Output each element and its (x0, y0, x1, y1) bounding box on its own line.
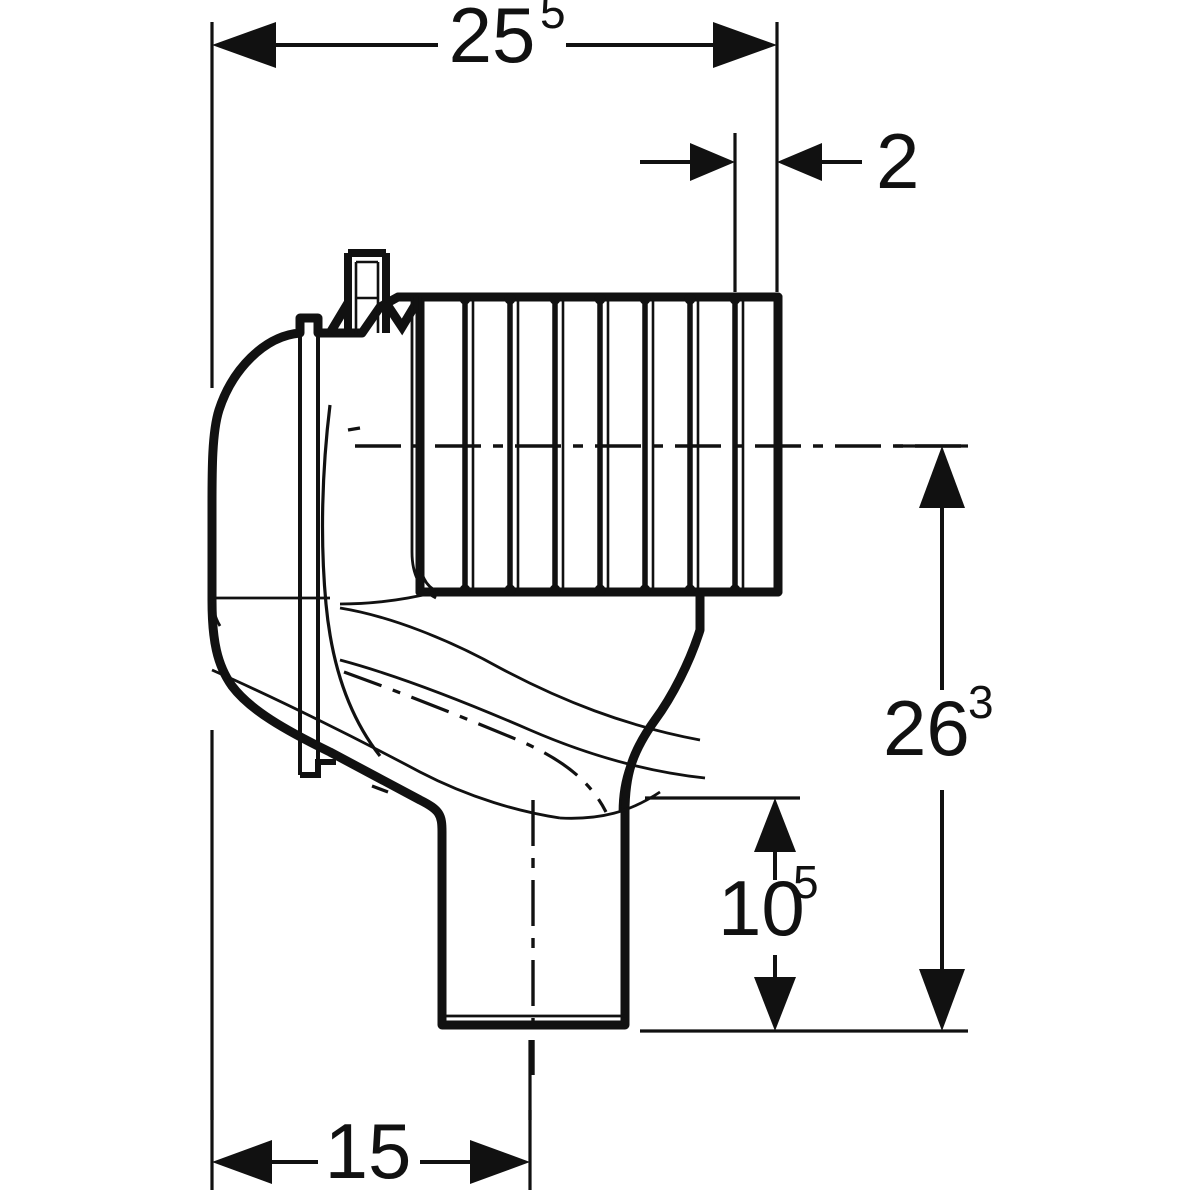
hidden-bore-arc (320, 404, 382, 757)
arrow-socket-right (777, 143, 822, 181)
arrow-offset-right (470, 1140, 530, 1184)
hidden-tick-upper (347, 426, 361, 432)
arrow-height-top (919, 446, 965, 508)
connector-body-outline (207, 292, 783, 1030)
throat-upper (339, 590, 437, 606)
hidden-tick-lower (371, 784, 389, 794)
rib-4 (594, 293, 610, 596)
vent-nipple-outline (344, 249, 390, 333)
arrow-overall-right (713, 22, 777, 68)
rib-5 (639, 293, 655, 596)
throat-mid (339, 606, 701, 742)
outer-silhouette (207, 292, 705, 1030)
arrow-offset-left (212, 1140, 272, 1184)
extension-lines (210, 22, 968, 1190)
label-outlet-height: 10 (718, 864, 805, 952)
corrugation-ribs (459, 293, 745, 596)
label-overall-length: 25 (449, 0, 536, 79)
flange-rib-sides (298, 333, 320, 775)
flange-rib-foot (300, 759, 336, 778)
vent-shoulder-left (326, 300, 352, 336)
rib-3 (549, 293, 565, 596)
vent-nipple (326, 249, 424, 336)
dimension-lines (212, 22, 965, 1184)
rib-6 (684, 293, 700, 596)
label-total-height: 26 (883, 684, 970, 772)
label-overall-length-superscript: 5 (540, 0, 566, 38)
arrow-outlet-bottom (754, 977, 796, 1031)
bend-axis-centerline (343, 670, 608, 813)
bend-inner-wall (211, 668, 561, 820)
hidden-detail-arcs (320, 404, 389, 794)
outlet-inner-wall (440, 832, 625, 1018)
label-total-height-superscript: 3 (968, 676, 994, 728)
label-outlet-height-superscript: 5 (793, 856, 819, 908)
bore-wall-right-inner (410, 297, 437, 600)
dimension-labels: 25 5 2 26 3 10 5 15 (325, 0, 994, 1195)
label-inlet-offset: 15 (325, 1107, 412, 1195)
arrow-socket-left (690, 143, 735, 181)
bend-inner-wall-2 (559, 790, 661, 820)
label-socket-depth: 2 (876, 117, 919, 205)
centerlines (355, 444, 965, 1075)
bore-wall-right (418, 297, 439, 594)
flange-rib (297, 315, 336, 778)
internal-construction-lines (210, 297, 706, 1018)
rib-1 (459, 293, 475, 596)
arrow-height-bottom (919, 969, 965, 1031)
rib-7 (729, 293, 745, 596)
arrow-overall-left (212, 22, 276, 68)
vent-shoulder-right (382, 294, 424, 336)
throat-low (339, 658, 706, 780)
inclined-centerline (343, 670, 608, 813)
rib-2 (504, 293, 520, 596)
bend-outer-wall (618, 629, 702, 813)
arrow-outlet-top (754, 798, 796, 852)
flange-rib-tab (297, 315, 321, 333)
